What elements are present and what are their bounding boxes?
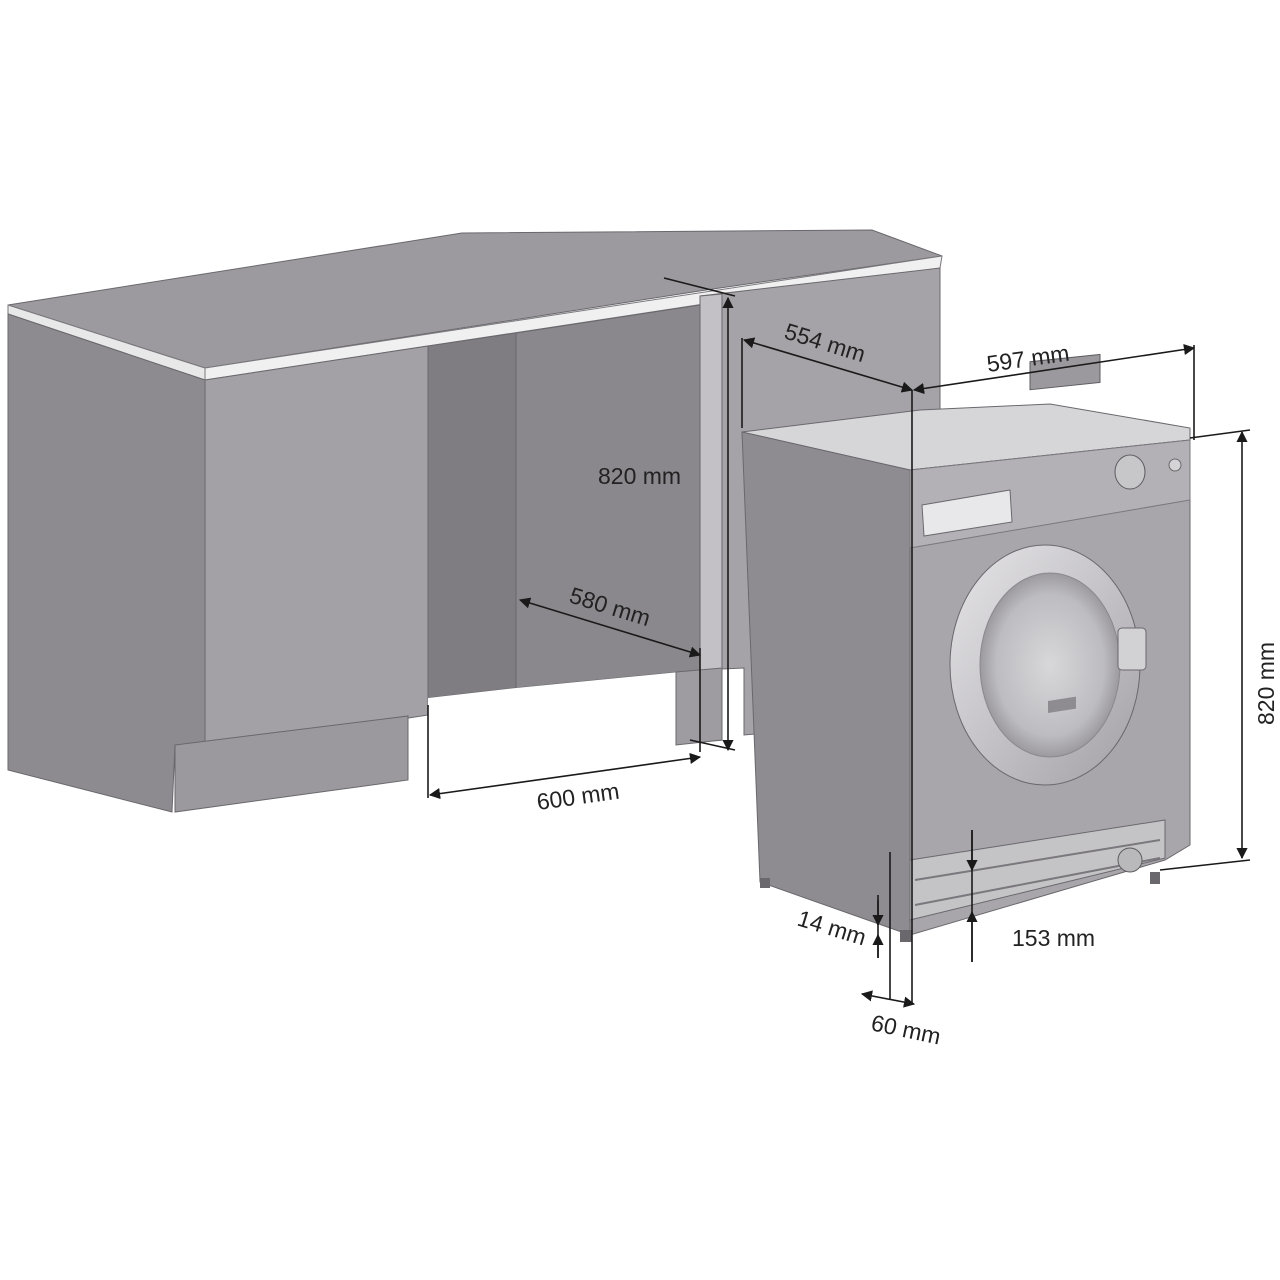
washing-machine (741, 353, 1191, 942)
niche-left-wall (427, 332, 517, 699)
machine-height-tick-top (1189, 429, 1251, 439)
label-plinth-depth: 60 mm (869, 1009, 943, 1049)
machine-side (741, 431, 911, 936)
cabinet-side-panel (7, 313, 206, 813)
cabinet-plinth-left (174, 715, 409, 813)
plinth-slot (1048, 696, 1076, 714)
door-glass (979, 572, 1121, 758)
machine-foot-right (1150, 872, 1160, 884)
detergent-drawer (921, 489, 1013, 537)
plinth-rail (914, 839, 1161, 881)
niche-width-line (428, 752, 702, 800)
niche-depth-line (518, 597, 702, 658)
cabinet-door-left (204, 345, 429, 751)
label-niche-width: 600 mm (535, 778, 621, 815)
niche-plinth-step (675, 667, 723, 746)
label-machine-height: 820 mm (1253, 642, 1279, 725)
machine-depth-line (742, 337, 914, 393)
label-niche-height: 820 mm (598, 463, 681, 489)
machine-foot-front (900, 930, 912, 942)
niche-height-tick-bottom (689, 739, 736, 751)
niche-back-wall (515, 304, 701, 689)
machine-width-line (912, 343, 1196, 395)
dimension-lines (427, 277, 1251, 1008)
niche-height-tick-top (663, 277, 736, 297)
plinth-depth-line (860, 990, 916, 1008)
program-knob (1114, 454, 1146, 490)
door-handle (1117, 627, 1147, 671)
machine-height-tick-bottom (1159, 859, 1251, 871)
machine-plinth-bracket (909, 819, 1166, 921)
label-plinth-height: 153 mm (1012, 925, 1095, 951)
power-button-icon (1168, 458, 1182, 472)
drain-pump-cap-icon (1117, 847, 1143, 873)
machine-foot-left (760, 878, 770, 888)
